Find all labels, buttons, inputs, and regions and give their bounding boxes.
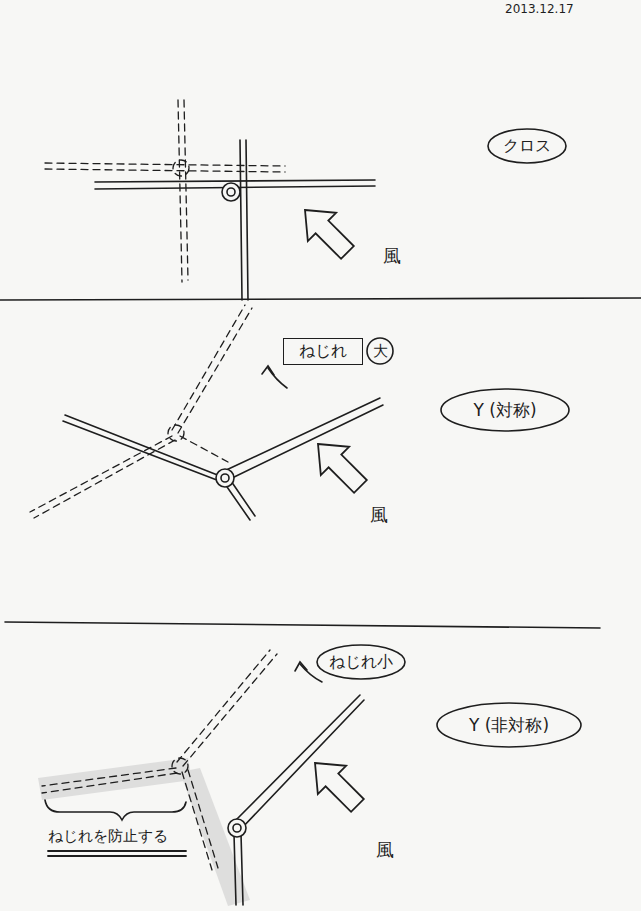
node-text: クロス [503, 136, 551, 157]
circled-note: クロス [487, 128, 567, 164]
wind-arrow [291, 196, 375, 820]
node-text: Y (対称) [473, 399, 536, 422]
divider-line [5, 622, 600, 628]
cross-rotor [95, 140, 375, 300]
bracket [45, 800, 186, 820]
ellipse-outline [488, 129, 566, 163]
text-box: ねじれ [283, 338, 363, 365]
ellipse-outline [367, 338, 393, 364]
circled-note: ねじれ小 [316, 644, 406, 680]
circled-note: Y (非対称) [436, 702, 582, 748]
circled-note: 大 [366, 337, 394, 365]
twist-arrow [262, 366, 287, 388]
ellipse-outline [441, 389, 569, 431]
node-text: Y (非対称) [469, 714, 549, 737]
date-note: 2013.12.17 [505, 2, 574, 16]
highlight-band [38, 758, 250, 906]
node-text: 大 [373, 342, 388, 361]
ellipse-outline [437, 703, 581, 747]
y-rotor [63, 398, 383, 520]
ghost-cross [45, 100, 285, 282]
ghost-y-rotor [30, 305, 252, 518]
circled-note: Y (対称) [440, 388, 570, 432]
y-rotor [228, 695, 364, 905]
annotation: 風 [370, 503, 388, 527]
annotation: 風 [383, 244, 401, 268]
node-text: ねじれ [299, 341, 347, 362]
annotation: ねじれを防止する [48, 827, 168, 846]
node-text: ねじれ小 [329, 652, 393, 673]
ellipse-outline [317, 645, 405, 679]
divider-line [0, 298, 641, 300]
double-underline [48, 851, 186, 856]
annotation: 風 [376, 838, 394, 862]
